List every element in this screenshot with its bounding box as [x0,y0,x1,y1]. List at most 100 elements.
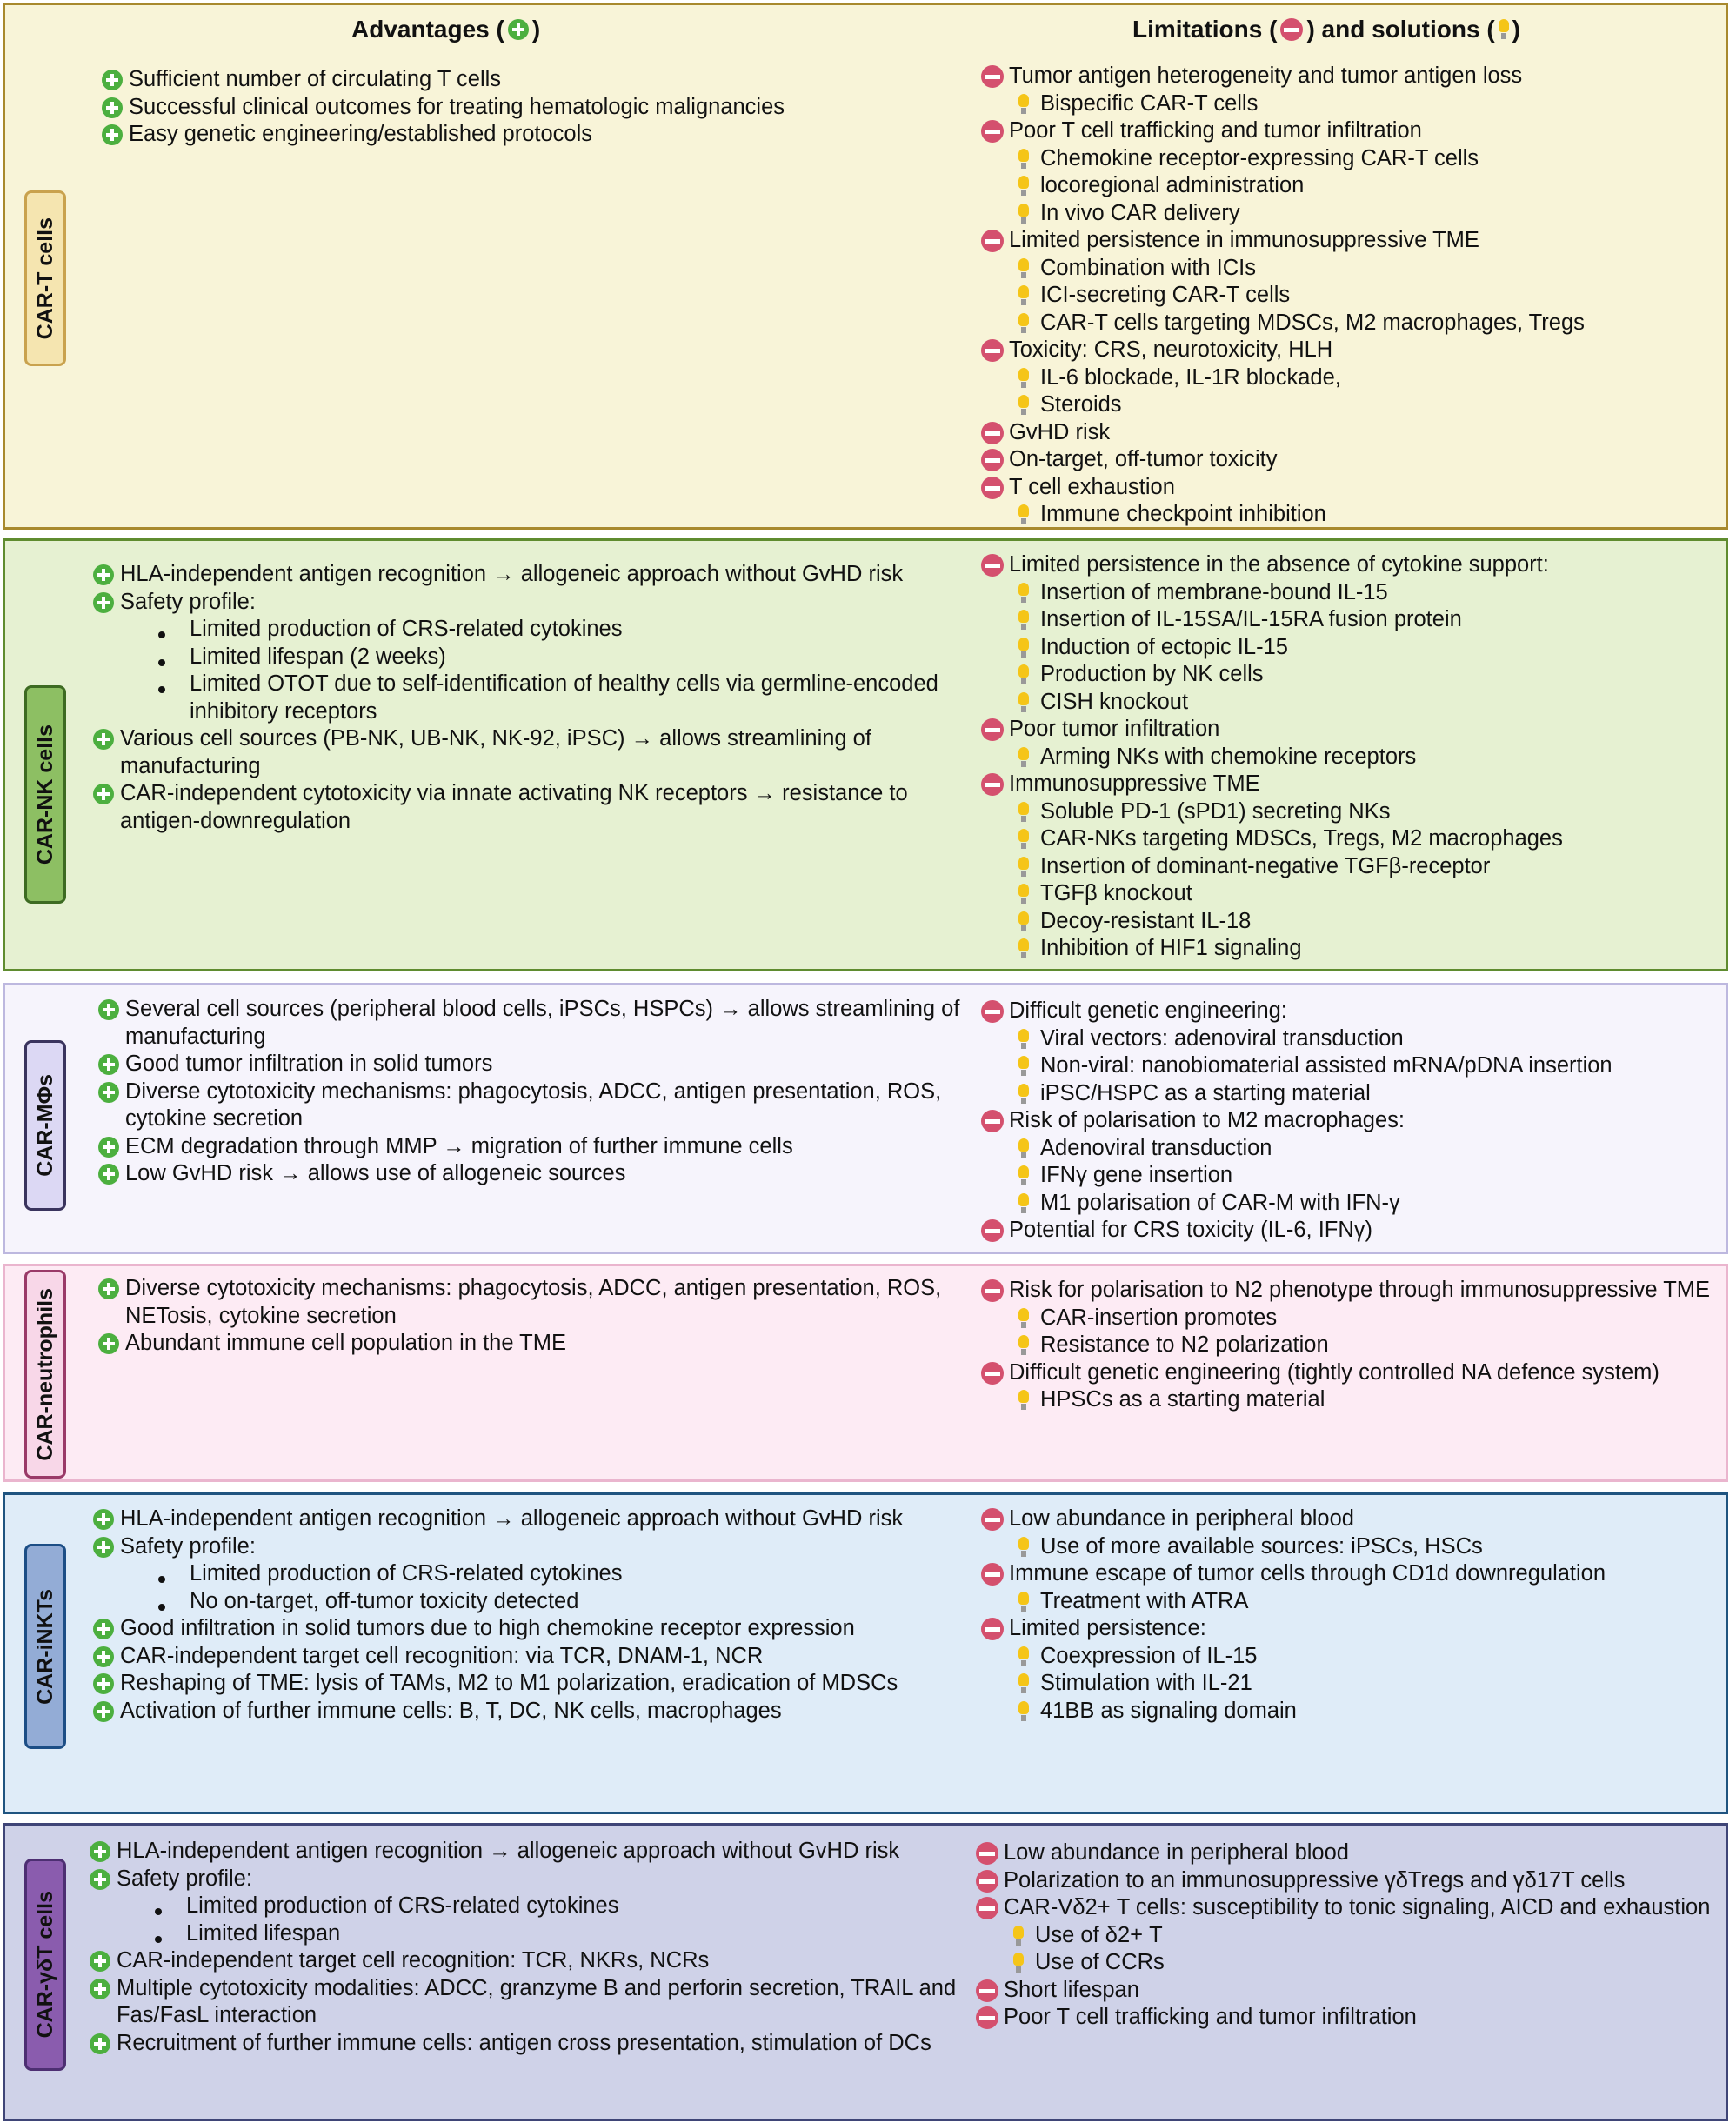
section-car-macrophage: CAR-MΦs Several cell sources (peripheral… [3,983,1728,1254]
lightbulb-icon [1012,203,1035,225]
solution-item: Insertion of IL-15SA/IL-15RA fusion prot… [981,606,1720,634]
plus-icon [101,97,124,119]
limitation-item: Difficult genetic engineering: [981,998,1720,1025]
row-label-text: CAR-γδT cells [32,1891,57,2039]
item-text: Limited persistence: [1009,1616,1206,1640]
solution-item: Resistance to N2 polarization [981,1332,1720,1359]
item-text: Difficult genetic engineering (tightly c… [1009,1359,1659,1385]
item-text: Resistance to N2 polarization [1040,1332,1329,1357]
solution-item: CISH knockout [981,689,1720,717]
item-text: Bispecific CAR-T cells [1040,90,1259,116]
minus-icon [981,554,1004,577]
plus-icon [97,1278,120,1300]
lightbulb-icon [1012,637,1035,659]
advantage-item: Good tumor infiltration in solid tumors [97,1051,976,1078]
solution-item: Chemokine receptor-expressing CAR-T cell… [981,145,1720,173]
plus-icon [92,564,115,586]
row-label: CAR-MΦs [24,1040,66,1211]
item-text: Limited OTOT due to self-identification … [190,671,938,724]
lightbulb-icon [1012,664,1035,686]
item-text: CAR-T cells targeting MDSCs, M2 macropha… [1040,310,1585,335]
advantage-item: Limited OTOT due to self-identification … [92,671,971,725]
item-text: Insertion of IL-15SA/IL-15RA fusion prot… [1040,607,1462,631]
item-text: Induction of ectopic IL-15 [1040,634,1288,659]
solution-item: iPSC/HSPC as a starting material [981,1080,1720,1108]
minus-icon [981,1361,1004,1385]
minus-icon [981,1000,1004,1023]
item-text: CAR-independent cytotoxicity via innate … [120,781,908,833]
solution-item: ICI-secreting CAR-T cells [981,282,1720,310]
minus-icon [981,421,1004,444]
item-text: Soluble PD-1 (sPD1) secreting NKs [1040,798,1391,824]
advantage-item: Diverse cytotoxicity mechanisms: phagocy… [97,1078,976,1133]
solution-item: M1 polarisation of CAR-M with IFN-γ [981,1190,1720,1218]
advantage-item: ECM degradation through MMP → migration … [97,1133,976,1161]
advantage-item: CAR-independent cytotoxicity via innate … [92,780,971,835]
solution-item: Coexpression of IL-15 [981,1643,1720,1671]
item-text: TGFβ knockout [1040,881,1192,905]
item-text: IFNγ gene insertion [1040,1163,1233,1187]
item-text: On-target, off-tumor toxicity [1009,447,1278,471]
advantage-item: Limited production of CRS-related cytoki… [92,1560,971,1588]
lightbulb-icon [1012,911,1035,933]
advantage-item: HLA-independent antigen recognition → al… [92,1505,971,1533]
item-text: Steroids [1040,392,1122,417]
lightbulb-icon [1012,1055,1035,1078]
lightbulb-icon [1012,938,1035,960]
advantage-item: HLA-independent antigen recognition → al… [92,561,971,589]
item-text: HPSCs as a starting material [1040,1387,1325,1412]
advantages-list: Several cell sources (peripheral blood c… [97,996,976,1188]
limitation-item: Short lifespan [976,1977,1715,2005]
solution-item: IL-6 blockade, IL-1R blockade, [981,364,1720,392]
item-text: Insertion of dominant-negative TGFβ-rece… [1040,853,1491,878]
item-text: Easy genetic engineering/established pro… [129,122,593,146]
advantage-item: Recruitment of further immune cells: ant… [89,2030,967,2058]
plus-icon [89,1978,111,2000]
lightbulb-icon [1012,609,1035,631]
plus-icon [89,1950,111,1973]
item-text: M1 polarisation of CAR-M with IFN-γ [1040,1190,1400,1215]
minus-icon [976,1979,998,2002]
item-text: CAR-NKs targeting MDSCs, Tregs, M2 macro… [1040,826,1563,851]
solution-item: Immune checkpoint inhibition [981,501,1720,529]
item-text: CISH knockout [1040,689,1189,714]
solution-item: Induction of ectopic IL-15 [981,634,1720,662]
bullet-icon [153,646,170,669]
solution-item: Combination with ICIs [981,255,1720,283]
plus-icon [92,728,115,751]
limitation-item: Poor T cell trafficking and tumor infilt… [981,117,1720,145]
item-text: Good infiltration in solid tumors due to… [120,1616,855,1640]
limitations-list: Tumor antigen heterogeneity and tumor an… [981,63,1720,529]
solution-item: Use of more available sources: iPSCs, HS… [981,1533,1720,1561]
advantage-item: Limited lifespan [89,1920,967,1948]
advantage-item: Various cell sources (PB-NK, UB-NK, NK-9… [92,725,971,780]
lightbulb-icon [1012,175,1035,197]
item-text: Limited lifespan [186,1920,341,1946]
item-text: Adenoviral transduction [1040,1135,1272,1160]
lightbulb-icon [1012,1672,1035,1695]
item-text: iPSC/HSPC as a starting material [1040,1080,1371,1105]
item-text: Immunosuppressive TME [1009,771,1260,796]
advantage-item: Low GvHD risk → allows use of allogeneic… [97,1160,976,1188]
minus-icon [981,449,1004,471]
item-text: Immune escape of tumor cells through CD1… [1009,1561,1606,1586]
limitation-item: On-target, off-tumor toxicity [981,446,1720,474]
row-label: CAR-iNKTs [24,1544,66,1749]
plus-icon [89,1868,111,1891]
lightbulb-icon [1012,856,1035,878]
item-text: Poor T cell trafficking and tumor infilt… [1004,2005,1417,2029]
lightbulb-icon [1012,1165,1035,1187]
advantages-list: HLA-independent antigen recognition → al… [89,1838,967,2057]
limitations-list: Limited persistence in the absence of cy… [981,551,1720,963]
item-text: Insertion of membrane-bound IL-15 [1040,579,1388,604]
advantage-item: Diverse cytotoxicity mechanisms: phagocy… [97,1275,976,1330]
row-label: CAR-T cells [24,190,66,366]
limitation-item: Immune escape of tumor cells through CD1… [981,1560,1720,1588]
item-text: Good tumor infiltration in solid tumors [125,1051,493,1076]
minus-icon [981,339,1004,362]
advantages-header: Advantages ( ) [351,16,540,43]
item-text: No on-target, off-tumor toxicity detecte… [190,1588,579,1613]
item-text: Decoy-resistant IL-18 [1040,908,1252,933]
item-text: Short lifespan [1004,1977,1139,2002]
solution-item: CAR-NKs targeting MDSCs, Tregs, M2 macro… [981,825,1720,853]
